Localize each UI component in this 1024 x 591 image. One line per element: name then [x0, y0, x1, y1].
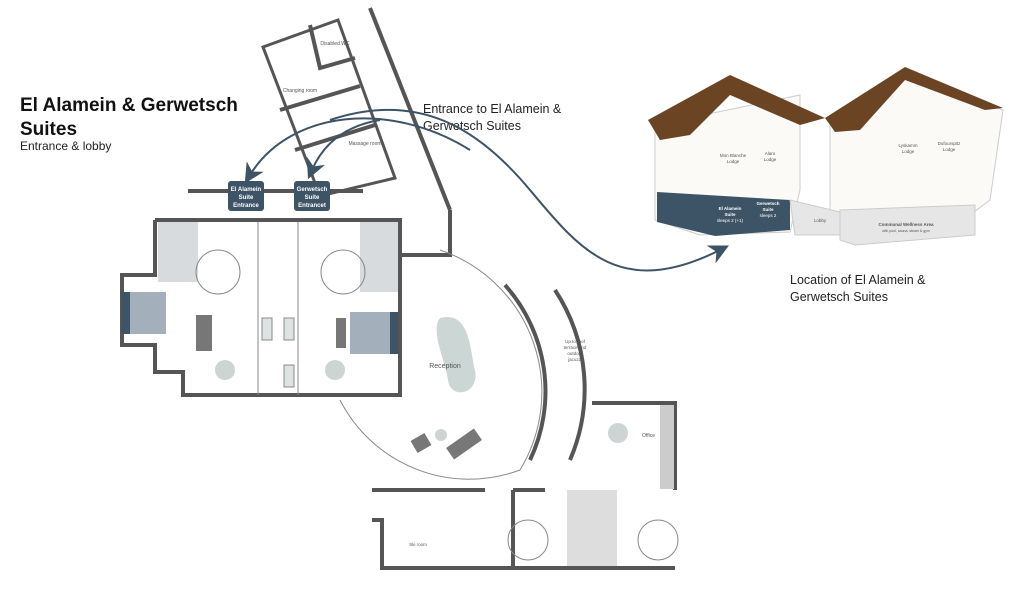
suites-block [120, 189, 402, 397]
arrow-to-el-alamein [244, 117, 471, 184]
page-subtitle: Entrance & lobby [20, 139, 112, 153]
arrow-to-location [329, 108, 729, 272]
office: Office [592, 401, 677, 490]
office-label: Office [642, 433, 655, 439]
ski-room-label: Ski room [409, 542, 427, 547]
svg-text:Communal Wellness Area: Communal Wellness Area [878, 222, 934, 227]
page-title: El Alamein & Gerwetsch Suites [20, 95, 238, 140]
svg-text:Lobby: Lobby [814, 218, 827, 223]
changing-room-label: Changing room [283, 88, 317, 94]
reception-label: Reception [429, 363, 461, 370]
lower-block: Ski room [372, 488, 679, 570]
spa-wing: Disabled WC Changing room Massage room [261, 7, 452, 211]
massage-room-label: Massage room [348, 141, 381, 147]
svg-text:with pool, sauna, steam & gym: with pool, sauna, steam & gym [882, 229, 930, 233]
location-callout: Location of El Alamein & Gerwetsch Suite… [790, 273, 926, 304]
arrow-to-gerwetsch [306, 119, 381, 180]
disabled-wc-label: Disabled WC [320, 41, 350, 47]
